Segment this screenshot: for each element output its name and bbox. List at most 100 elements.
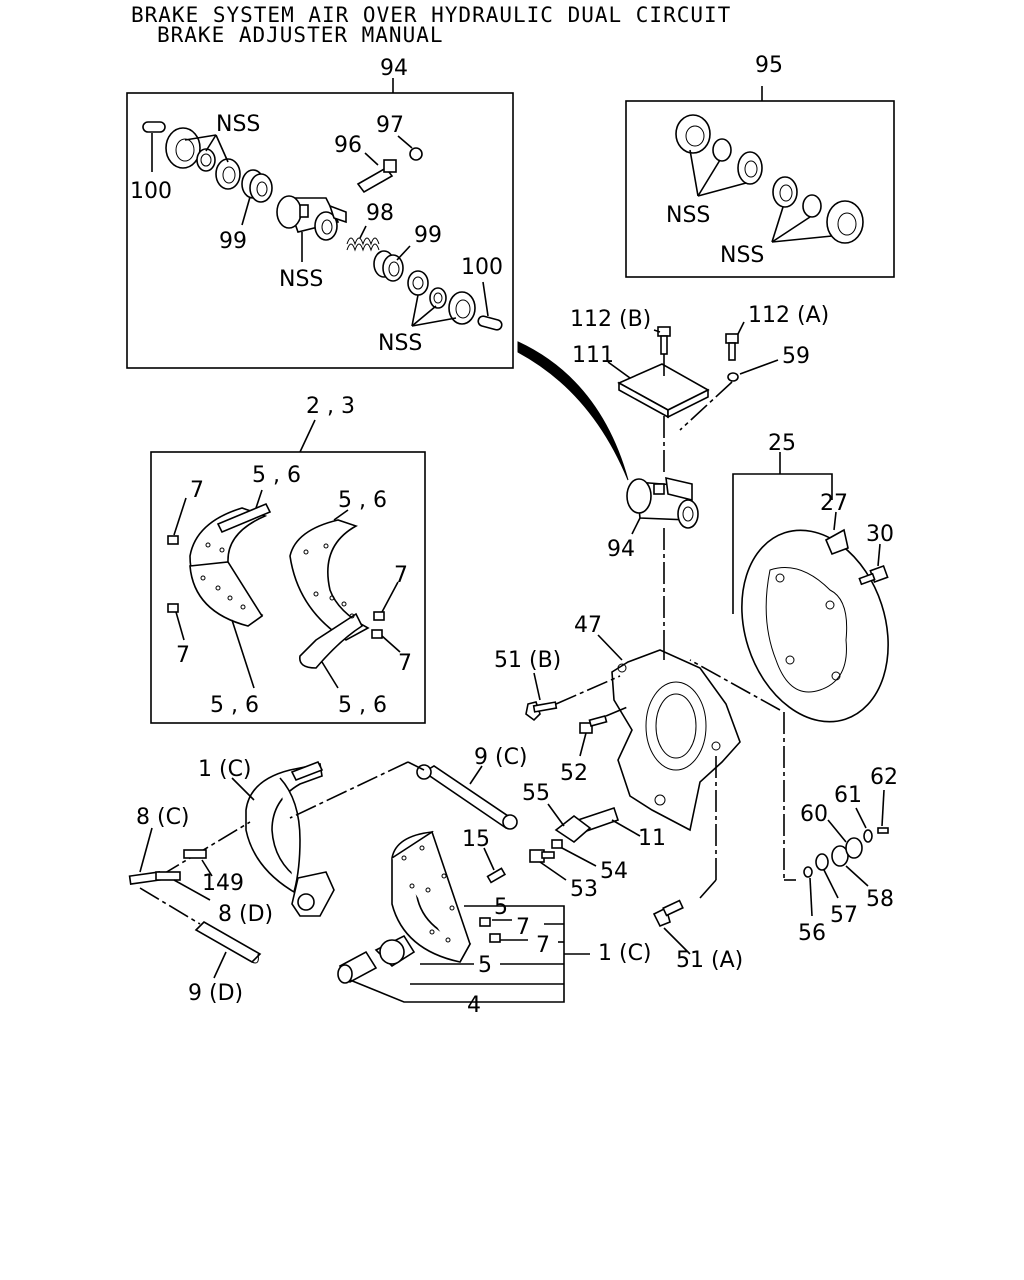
callout-label: 96	[334, 133, 362, 158]
callout-label: 149	[202, 871, 244, 896]
diagram-subtitle: BRAKE ADJUSTER MANUAL	[157, 23, 444, 47]
callout-label: NSS	[216, 112, 260, 137]
rivet-7-d	[371, 629, 383, 639]
callout-label: 100	[130, 179, 172, 204]
rivet-7-a	[167, 535, 179, 545]
callout-label: 15	[462, 827, 490, 852]
callout-label: 4	[467, 993, 481, 1018]
pin-100-right	[477, 315, 503, 331]
lock-plate-55	[554, 814, 592, 844]
pin-149	[183, 849, 207, 859]
callout-label: 55	[522, 781, 550, 806]
callout-label: 57	[830, 903, 858, 928]
callout-label: 51 (A)	[676, 948, 743, 973]
piston-99-right	[373, 250, 404, 282]
callout-label: NSS	[378, 331, 422, 356]
pin-62	[877, 827, 889, 834]
callout-label: 54	[600, 859, 628, 884]
brake-shoe-1c-right	[391, 830, 472, 963]
callout-label: 98	[366, 201, 394, 226]
callout-arrow	[517, 341, 629, 481]
washer-57	[815, 853, 829, 871]
callout-label: 5 , 6	[210, 693, 259, 718]
callout-label: 99	[219, 229, 247, 254]
callout-label: 60	[800, 802, 828, 827]
callout-label: 47	[574, 613, 602, 638]
pin-15	[486, 867, 507, 884]
callout-label: 30	[866, 522, 894, 547]
diagram-title: BRAKE SYSTEM AIR OVER HYDRAULIC DUAL CIR…	[131, 3, 732, 27]
spring-9d	[194, 921, 262, 964]
callout-label: 5 , 6	[252, 463, 301, 488]
bolt-52	[579, 715, 608, 734]
rivet-7-e	[479, 917, 491, 927]
boot-left	[165, 127, 201, 169]
callout-label: 27	[820, 491, 848, 516]
bleeder-96	[356, 159, 397, 194]
callout-label: 7	[536, 933, 550, 958]
callout-label: 112 (A)	[748, 303, 829, 328]
callout-label: 99	[414, 223, 442, 248]
piston-99-left	[241, 169, 273, 203]
callout-label: 9 (C)	[474, 745, 528, 770]
callout-label: 58	[866, 887, 894, 912]
pin-8d	[155, 871, 181, 881]
callout-label: 95	[755, 53, 783, 78]
callout-label: 5	[478, 953, 492, 978]
callout-label: 9 (D)	[188, 981, 243, 1006]
callout-label: 7	[190, 478, 204, 503]
callout-label: 5	[494, 895, 508, 920]
boot-right	[448, 291, 476, 325]
callout-label: 111	[572, 343, 614, 368]
callout-label: 62	[870, 765, 898, 790]
lock-plate-111	[617, 363, 710, 419]
callout-label: 8 (D)	[218, 902, 273, 927]
callout-label: 25	[768, 431, 796, 456]
bolt-30	[858, 564, 889, 586]
bolt-51b	[525, 701, 558, 722]
callout-label: 5 , 6	[338, 693, 387, 718]
callout-label: 51 (B)	[494, 648, 561, 673]
label-94-kit: 94	[380, 56, 408, 81]
clip-27	[824, 528, 849, 556]
washer-59	[727, 372, 739, 382]
callout-label: 100	[461, 255, 503, 280]
callout-label: 59	[782, 344, 810, 369]
callout-label: 1 (C)	[598, 941, 652, 966]
washer-54	[551, 839, 563, 849]
callout-label: 7	[516, 915, 530, 940]
rivet-7-c	[373, 611, 385, 621]
spring-9c	[416, 764, 518, 830]
callout-label: 53	[570, 877, 598, 902]
callout-label: 52	[560, 761, 588, 786]
bolt-112b	[657, 326, 671, 355]
callout-label: 94	[607, 537, 635, 562]
seal-ring-left	[196, 148, 216, 172]
washer-56	[803, 866, 813, 878]
wheel-cylinder-94	[626, 476, 699, 529]
cap-97	[409, 147, 423, 161]
pin-100-left	[142, 121, 166, 133]
callout-label: 97	[376, 113, 404, 138]
callout-label: 7	[398, 651, 412, 676]
cylinder-body	[276, 195, 347, 241]
rivet-7-b	[167, 603, 179, 613]
kit-94-box: 94 100 NSS 99	[126, 56, 514, 369]
callout-label: 61	[834, 783, 862, 808]
brake-shoe-1c-left	[245, 760, 335, 917]
callout-label: 112 (B)	[570, 307, 651, 332]
callout-label: 5 , 6	[338, 488, 387, 513]
callout-label: 7	[394, 563, 408, 588]
callout-label: NSS	[666, 203, 710, 228]
cup-left	[215, 158, 241, 190]
rivet-7-f	[489, 933, 501, 943]
lining-kit-box: 2 , 3 5 , 6 5 , 6 7 7 7 7 5 , 6	[150, 394, 426, 724]
bolt-112a	[725, 333, 739, 361]
callout-label: 11	[638, 826, 666, 851]
callout-label: NSS	[720, 243, 764, 268]
callout-label: 8 (C)	[136, 805, 190, 830]
cup-right	[407, 270, 429, 296]
bolt-53	[529, 849, 555, 863]
callout-label: 56	[798, 921, 826, 946]
